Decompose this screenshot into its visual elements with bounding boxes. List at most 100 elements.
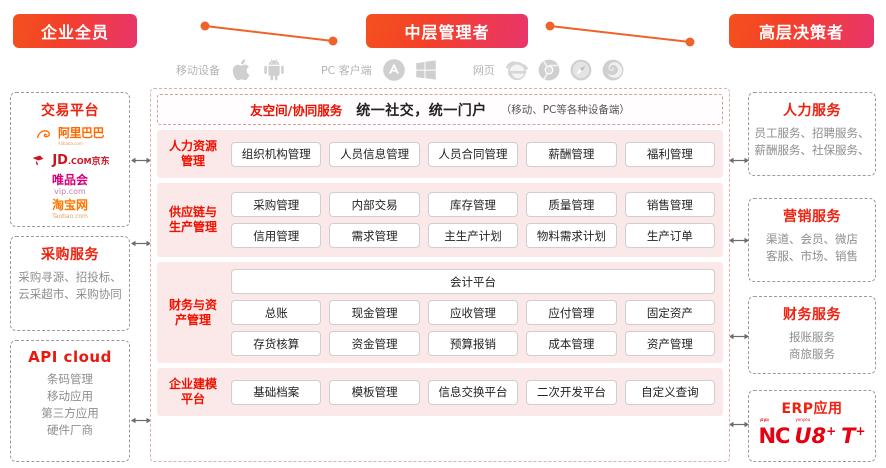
module-cell[interactable]: 固定资产 [624, 300, 716, 325]
panel-finance-service[interactable]: 财务服务 报账服务商旅服务 [748, 296, 876, 374]
panel-trading-platform[interactable]: 交易平台 阿里巴巴 Alibaba.com JD.COM京东 唯品会 vip.c… [10, 92, 130, 227]
device-group-label-web: 网页 [472, 64, 495, 77]
role-label: 中层管理者 [404, 23, 490, 42]
role-banner-executive[interactable]: 高层决策者 [729, 14, 874, 48]
module-cell[interactable]: 内部交易 [329, 192, 420, 217]
panel-text: 渠道、会员、微店客服、市场、销售 [766, 232, 858, 263]
module-cell[interactable]: 福利管理 [624, 141, 716, 167]
panel-marketing-service[interactable]: 营销服务 渠道、会员、微店客服、市场、销售 [748, 198, 876, 282]
chrome-icon [536, 57, 562, 83]
windows-icon [413, 57, 439, 83]
panel-title: API cloud [28, 348, 112, 366]
panel-title: 交易平台 [41, 103, 99, 119]
panel-title: 人力服务 [783, 103, 841, 119]
module-label: 财务与资产管理 [168, 297, 217, 327]
module-cells: 组织机构管理 人员信息管理 人员合同管理 薪酬管理 福利管理 [231, 141, 716, 167]
module-cell[interactable]: 质量管理 [526, 192, 617, 217]
module-cell[interactable]: 物料需求计划 [526, 223, 617, 248]
module-cell[interactable]: 销售管理 [624, 192, 716, 217]
portal-title: 统一社交，统一门户 [356, 102, 487, 119]
module-line: 存货核算 资金管理 预算报销 成本管理 资产管理 [231, 331, 716, 356]
taobao-logo: 淘宝网 Taobao.com [52, 199, 88, 221]
module-label: 企业建模平台 [168, 377, 217, 406]
module-label: 供应链与生产管理 [168, 205, 217, 234]
mac-appstore-icon [381, 57, 407, 83]
arrow-right-scm [729, 236, 749, 245]
module-row-hr: 人力资源管理 组织机构管理 人员信息管理 人员合同管理 薪酬管理 福利管理 [157, 130, 723, 178]
module-cell[interactable]: 需求管理 [329, 223, 420, 248]
arrow-right-hr [729, 156, 749, 165]
module-cell[interactable]: 基础档案 [231, 379, 322, 405]
module-cell[interactable]: 资产管理 [624, 331, 716, 356]
module-cells: 会计平台 总账 现金管理 应收管理 应付管理 固定资产 存货核算 资金管理 预算… [231, 269, 716, 356]
jd-logo-label: JD.COM京东 [52, 152, 110, 168]
panel-title: ERP应用 [781, 401, 843, 417]
panel-text: 条码管理移动应用第三方应用硬件厂商 [41, 372, 99, 437]
arrow-left-scm [131, 239, 151, 248]
module-line: 信用管理 需求管理 主生产计划 物料需求计划 生产订单 [231, 223, 716, 248]
device-channel-row: 移动设备 PC 客户端 网页 [176, 54, 736, 86]
t-plus-logo: T+ [841, 424, 866, 448]
trading-logo-stack: 阿里巴巴 Alibaba.com JD.COM京东 唯品会 vip.com 淘宝… [30, 124, 110, 221]
module-row-supply-chain: 供应链与生产管理 采购管理 内部交易 库存管理 质量管理 销售管理 信用管理 需… [157, 183, 723, 257]
module-cell[interactable]: 存货核算 [231, 331, 322, 356]
module-cell[interactable]: 成本管理 [526, 331, 617, 356]
module-cell[interactable]: 总账 [231, 300, 322, 325]
module-cell[interactable]: 信用管理 [231, 223, 322, 248]
role-banner-all-staff[interactable]: 企业全员 [13, 14, 137, 48]
panel-title: 采购服务 [41, 247, 99, 263]
module-cells: 采购管理 内部交易 库存管理 质量管理 销售管理 信用管理 需求管理 主生产计划… [231, 192, 716, 248]
alibaba-logo-label: 阿里巴巴 Alibaba.com [57, 126, 105, 146]
panel-api-cloud[interactable]: API cloud 条码管理移动应用第三方应用硬件厂商 [10, 340, 130, 462]
module-cell[interactable]: 生产订单 [624, 223, 716, 248]
module-cell[interactable]: 组织机构管理 [231, 141, 322, 167]
module-cell[interactable]: 采购管理 [231, 192, 322, 217]
module-cell[interactable]: 二次开发平台 [526, 379, 617, 405]
role-label: 企业全员 [40, 23, 109, 42]
safari-icon [568, 57, 594, 83]
module-cell[interactable]: 人员信息管理 [329, 141, 420, 167]
module-cell[interactable]: 资金管理 [329, 331, 420, 356]
panel-text: 报账服务商旅服务 [789, 330, 835, 361]
vip-logo: 唯品会 vip.com [52, 174, 88, 196]
module-cells: 基础档案 模板管理 信息交换平台 二次开发平台 自定义查询 [231, 379, 716, 405]
module-cell[interactable]: 主生产计划 [427, 223, 519, 248]
connector-all-to-mid [200, 21, 338, 46]
role-label: 高层决策者 [758, 23, 844, 42]
panel-text: 员工服务、招聘服务、薪酬服务、社保服务、 [754, 126, 870, 157]
module-cell[interactable]: 自定义查询 [624, 379, 716, 405]
module-cell[interactable]: 薪酬管理 [526, 141, 617, 167]
module-cell[interactable]: 信息交换平台 [427, 379, 519, 405]
unified-portal-bar[interactable]: 友空间/协同服务 统一社交，统一门户 （移动、PC等各种设备端） [157, 94, 723, 125]
module-cell[interactable]: 应收管理 [427, 300, 519, 325]
module-cell[interactable]: 库存管理 [427, 192, 519, 217]
module-cell[interactable]: 应付管理 [526, 300, 617, 325]
device-group-label-pc: PC 客户端 [321, 64, 372, 77]
module-line: 采购管理 内部交易 库存管理 质量管理 销售管理 [231, 192, 716, 217]
module-row-modeling-platform: 企业建模平台 基础档案 模板管理 信息交换平台 二次开发平台 自定义查询 [157, 368, 723, 416]
panel-title: 营销服务 [783, 209, 841, 225]
portal-note: （移动、PC等各种设备端） [500, 104, 630, 116]
module-cell[interactable]: 模板管理 [329, 379, 420, 405]
alibaba-logo: 阿里巴巴 Alibaba.com [36, 124, 105, 146]
arrow-left-modeling [131, 416, 151, 425]
module-label: 人力资源管理 [168, 139, 217, 168]
android-icon [261, 57, 287, 83]
jd-logo: JD.COM京东 [30, 149, 110, 171]
module-cell[interactable]: 预算报销 [427, 331, 519, 356]
firefox-icon [600, 57, 626, 83]
arrow-left-hr [131, 156, 151, 165]
module-cell[interactable]: 人员合同管理 [427, 141, 519, 167]
role-banner-middle-management[interactable]: 中层管理者 [366, 14, 528, 48]
panel-purchasing-service[interactable]: 采购服务 采购寻源、招投标、云采超市、采购协同 [10, 236, 130, 331]
internet-explorer-icon [504, 57, 530, 83]
module-row-finance: 财务与资产管理 会计平台 总账 现金管理 应收管理 应付管理 固定资产 存货核算… [157, 262, 723, 363]
panel-hr-service[interactable]: 人力服务 员工服务、招聘服务、薪酬服务、社保服务、 [748, 92, 876, 176]
module-cell[interactable]: 现金管理 [329, 300, 420, 325]
main-platform-panel: 友空间/协同服务 统一社交，统一门户 （移动、PC等各种设备端） 人力资源管理 … [150, 88, 730, 462]
module-cell-accounting-platform[interactable]: 会计平台 [231, 269, 715, 294]
apple-icon [229, 57, 255, 83]
